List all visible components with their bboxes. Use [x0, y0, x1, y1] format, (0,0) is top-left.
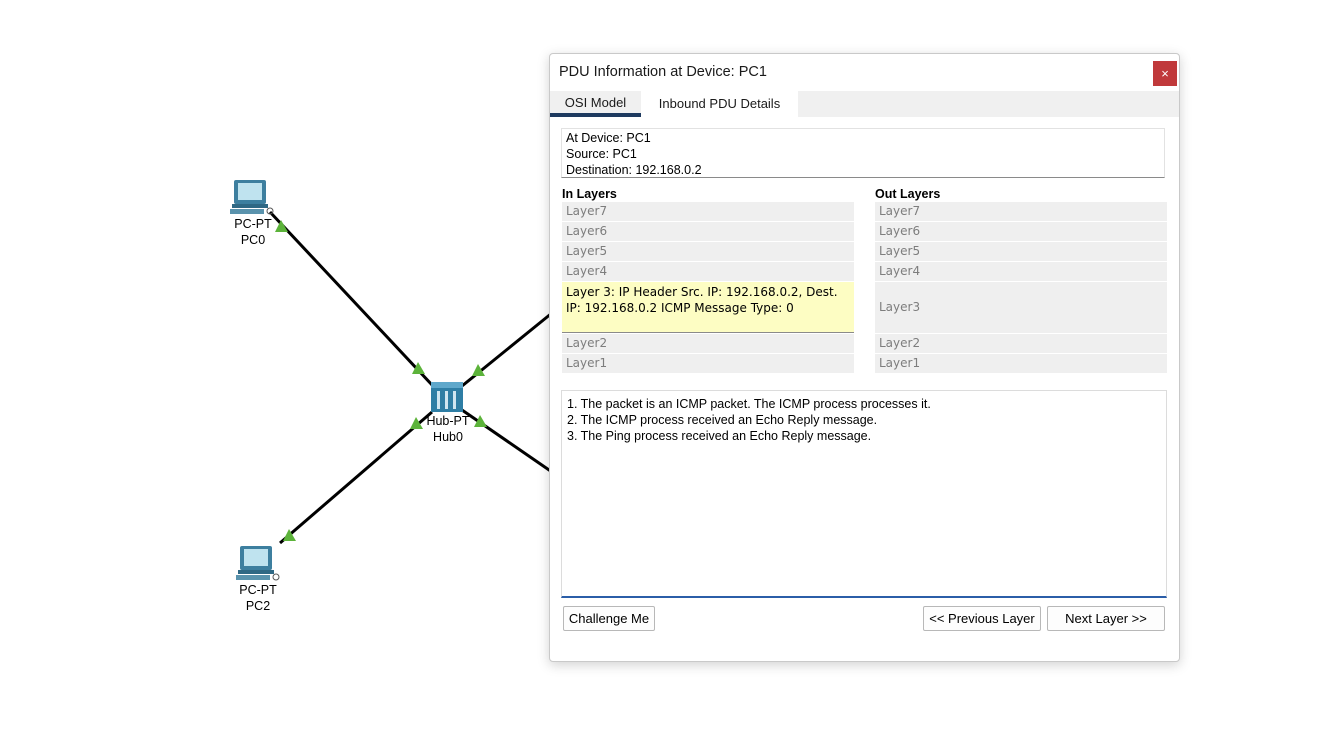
pc-icon[interactable] — [230, 180, 274, 215]
in-layer-1[interactable]: Layer1 — [562, 354, 854, 373]
link-status-indicator — [474, 415, 487, 427]
out-layer-4[interactable]: Layer4 — [875, 262, 1167, 281]
tab-osi-model[interactable]: OSI Model — [550, 91, 641, 117]
out-layer-1[interactable]: Layer1 — [875, 354, 1167, 373]
device-type-label: PC-PT — [239, 583, 277, 597]
link-hub-pc2[interactable] — [279, 410, 433, 545]
device-info-box: At Device: PC1 Source: PC1 Destination: … — [561, 128, 1165, 178]
source-text: Source: PC1 — [566, 147, 637, 161]
description-line: 1. The packet is an ICMP packet. The ICM… — [567, 397, 931, 411]
destination-text: Destination: 192.168.0.2 — [566, 163, 702, 177]
out-layer-5[interactable]: Layer5 — [875, 242, 1167, 261]
challenge-me-button[interactable]: Challenge Me — [563, 606, 655, 631]
device-label-hub0: Hub-PT Hub0 — [408, 413, 488, 445]
link-pc0-hub[interactable] — [268, 210, 435, 388]
close-button[interactable]: × — [1153, 61, 1177, 86]
link-status-indicator — [275, 220, 288, 232]
device-label-pc2: PC-PT PC2 — [218, 582, 298, 614]
description-line: 2. The ICMP process received an Echo Rep… — [567, 413, 878, 427]
description-line: 3. The Ping process received an Echo Rep… — [567, 429, 872, 443]
device-name-label: Hub0 — [433, 430, 463, 444]
out-layer-2[interactable]: Layer2 — [875, 334, 1167, 353]
device-name-label: PC2 — [245, 599, 271, 613]
pdu-info-dialog: PDU Information at Device: PC1 × OSI Mod… — [549, 53, 1180, 662]
device-name-label: PC0 — [240, 233, 266, 247]
previous-layer-button[interactable]: << Previous Layer — [923, 606, 1041, 631]
dialog-titlebar[interactable]: PDU Information at Device: PC1 × — [550, 54, 1179, 91]
device-type-label: PC-PT — [234, 217, 272, 231]
link-status-indicator — [283, 529, 296, 541]
in-layers-list: Layer7 Layer6 Layer5 Layer4 Layer 3: IP … — [562, 202, 854, 374]
next-layer-button[interactable]: Next Layer >> — [1047, 606, 1165, 631]
link-status-indicator — [412, 362, 425, 374]
at-device-text: At Device: PC1 — [566, 131, 651, 145]
link-hub-pc1-lower[interactable] — [461, 408, 553, 474]
in-layer-3-selected[interactable]: Layer 3: IP Header Src. IP: 192.168.0.2,… — [562, 282, 854, 333]
link-status-indicator — [410, 417, 423, 429]
hub-icon[interactable] — [431, 382, 463, 412]
out-layer-3[interactable]: Layer3 — [875, 282, 1167, 333]
link-status-indicator — [472, 364, 485, 376]
in-layer-7[interactable]: Layer7 — [562, 202, 854, 221]
layer-description-box[interactable]: 1. The packet is an ICMP packet. The ICM… — [561, 390, 1167, 598]
close-icon: × — [1161, 66, 1169, 81]
in-layer-2[interactable]: Layer2 — [562, 334, 854, 353]
device-type-label: Hub-PT — [426, 414, 470, 428]
dialog-title: PDU Information at Device: PC1 — [559, 64, 767, 80]
in-layer-4[interactable]: Layer4 — [562, 262, 854, 281]
tab-strip: OSI Model Inbound PDU Details — [550, 91, 1179, 117]
tab-inbound-pdu-details[interactable]: Inbound PDU Details — [641, 91, 798, 117]
in-layers-title: In Layers — [562, 187, 617, 201]
out-layer-6[interactable]: Layer6 — [875, 222, 1167, 241]
out-layer-7[interactable]: Layer7 — [875, 202, 1167, 221]
out-layers-list: Layer7 Layer6 Layer5 Layer4 Layer3 Layer… — [875, 202, 1167, 374]
pc-icon[interactable] — [236, 546, 280, 581]
in-layer-6[interactable]: Layer6 — [562, 222, 854, 241]
in-layer-5[interactable]: Layer5 — [562, 242, 854, 261]
out-layers-title: Out Layers — [875, 187, 941, 201]
device-label-pc0: PC-PT PC0 — [213, 216, 293, 248]
